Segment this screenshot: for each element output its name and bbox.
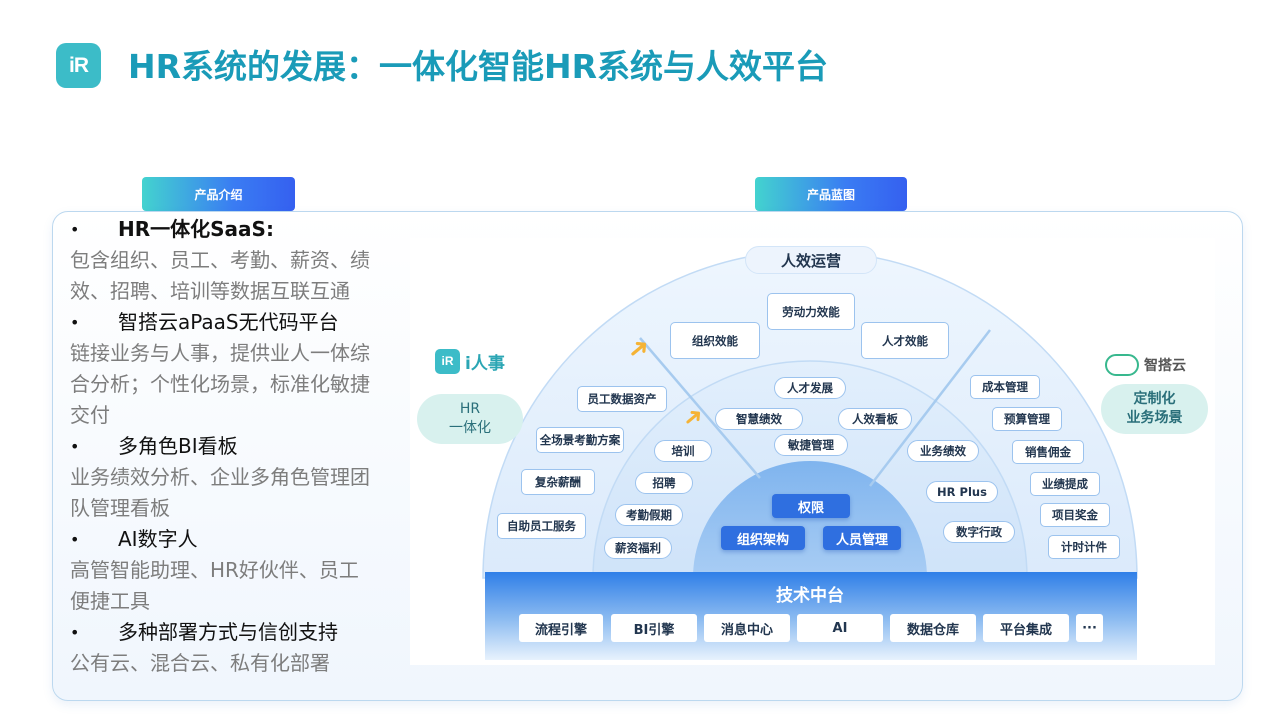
product-blueprint-diagram: ➜ ➜ 人效运营 iR i人事 HR 一体化 智搭云 定制化 业务场景 组织效能… <box>410 238 1215 665</box>
feature-desc: 高管智能助理、HR好伙伴、员工 <box>70 558 359 582</box>
right-bubble-line: 业务场景 <box>1126 410 1183 426</box>
right-outer-item: 计时计件 <box>1048 535 1120 559</box>
middle-top-item: 智慧绩效 <box>715 408 803 430</box>
feature-desc: 效、招聘、培训等数据互联互通 <box>70 279 350 303</box>
feature-desc: 合分析；个性化场景，标准化敏捷 <box>70 372 370 396</box>
outer-top-item: 组织效能 <box>670 322 760 359</box>
feature-item: • AI数字人 高管智能助理、HR好伙伴、员工 便捷工具 <box>70 524 390 617</box>
bullet-icon: • <box>70 313 80 332</box>
right-inner-item: 数字行政 <box>943 521 1015 543</box>
right-outer-item: 业绩提成 <box>1030 472 1100 496</box>
right-bubble: 定制化 业务场景 <box>1101 384 1208 434</box>
tech-item: 平台集成 <box>983 614 1069 642</box>
right-outer-item: 项目奖金 <box>1040 503 1110 527</box>
feature-title: 多角色BI看板 <box>118 434 238 458</box>
left-inner-item: 培训 <box>654 440 712 462</box>
left-inner-item: 招聘 <box>635 472 693 494</box>
feature-title: AI数字人 <box>118 527 198 551</box>
feature-item: • 多种部署方式与信创支持 公有云、混合云、私有化部署 <box>70 617 390 679</box>
core-item-staff: 人员管理 <box>823 526 901 550</box>
feature-item: • 多角色BI看板 业务绩效分析、企业多角色管理团 队管理看板 <box>70 431 390 524</box>
left-outer-item: 自助员工服务 <box>497 513 586 539</box>
left-outer-item: 全场景考勤方案 <box>536 427 624 453</box>
feature-desc: 便捷工具 <box>70 589 150 613</box>
tech-item: AI <box>797 614 883 642</box>
right-brand-name: 智搭云 <box>1144 358 1186 374</box>
core-item-org: 组织架构 <box>721 526 805 550</box>
tab-product-intro[interactable]: 产品介绍 <box>142 177 295 211</box>
feature-title: 智搭云aPaaS无代码平台 <box>118 310 339 334</box>
more-icon: ··· <box>1076 614 1103 642</box>
bullet-icon: • <box>70 437 80 456</box>
right-bubble-line: 定制化 <box>1133 391 1176 407</box>
feature-list: • HR一体化SaaS: 包含组织、员工、考勤、薪资、绩 效、招聘、培训等数据互联… <box>70 214 390 679</box>
middle-top-item: 敏捷管理 <box>774 434 848 456</box>
left-outer-item: 员工数据资产 <box>577 386 667 412</box>
bullet-icon: • <box>70 220 80 239</box>
page-title: HR系统的发展：一体化智能HR系统与人效平台 <box>128 47 829 86</box>
right-brand: 智搭云 <box>1105 354 1186 376</box>
top-label: 人效运营 <box>745 246 877 274</box>
bullet-icon: • <box>70 623 80 642</box>
right-inner-item: 业务绩效 <box>907 440 979 462</box>
right-outer-item: 预算管理 <box>992 407 1062 431</box>
brand-logo: iR <box>56 43 101 88</box>
right-outer-item: 成本管理 <box>970 375 1040 399</box>
left-inner-item: 薪资福利 <box>604 537 672 559</box>
feature-desc: 队管理看板 <box>70 496 170 520</box>
bullet-icon: • <box>70 530 80 549</box>
feature-desc: 交付 <box>70 403 110 427</box>
tech-item: BI引擎 <box>611 614 697 642</box>
feature-title: 多种部署方式与信创支持 <box>118 620 338 644</box>
tab-product-blueprint[interactable]: 产品蓝图 <box>755 177 907 211</box>
feature-item: • 智搭云aPaaS无代码平台 链接业务与人事，提供业人一体综 合分析；个性化场景… <box>70 307 390 431</box>
tech-item: 数据仓库 <box>890 614 976 642</box>
left-bubble: HR 一体化 <box>417 394 523 444</box>
feature-desc: 链接业务与人事，提供业人一体综 <box>70 341 370 365</box>
left-brand-name: i人事 <box>465 354 505 374</box>
left-bubble-line: HR <box>459 401 481 417</box>
feature-title: HR一体化SaaS: <box>118 217 274 241</box>
outer-top-item: 人才效能 <box>861 322 949 359</box>
right-inner-item: HR Plus <box>926 481 998 503</box>
left-bubble-line: 一体化 <box>449 420 491 436</box>
left-brand: iR i人事 <box>435 349 505 374</box>
irenshi-logo-icon: iR <box>435 349 460 374</box>
feature-desc: 包含组织、员工、考勤、薪资、绩 <box>70 248 370 272</box>
left-outer-item: 复杂薪酬 <box>521 469 595 495</box>
feature-item: • HR一体化SaaS: 包含组织、员工、考勤、薪资、绩 效、招聘、培训等数据互联… <box>70 214 390 307</box>
feature-desc: 公有云、混合云、私有化部署 <box>70 651 330 675</box>
tech-item: 流程引擎 <box>519 614 603 642</box>
left-inner-item: 考勤假期 <box>615 504 683 526</box>
feature-desc: 业务绩效分析、企业多角色管理团 <box>70 465 370 489</box>
middle-top-item: 人才发展 <box>774 377 846 399</box>
cloud-icon <box>1105 354 1139 376</box>
right-outer-item: 销售佣金 <box>1012 440 1084 464</box>
tech-title: 技术中台 <box>776 586 844 606</box>
outer-top-item: 劳动力效能 <box>767 293 855 330</box>
middle-top-item: 人效看板 <box>838 408 912 430</box>
tech-item: 消息中心 <box>704 614 790 642</box>
core-item-permission: 权限 <box>772 494 850 518</box>
